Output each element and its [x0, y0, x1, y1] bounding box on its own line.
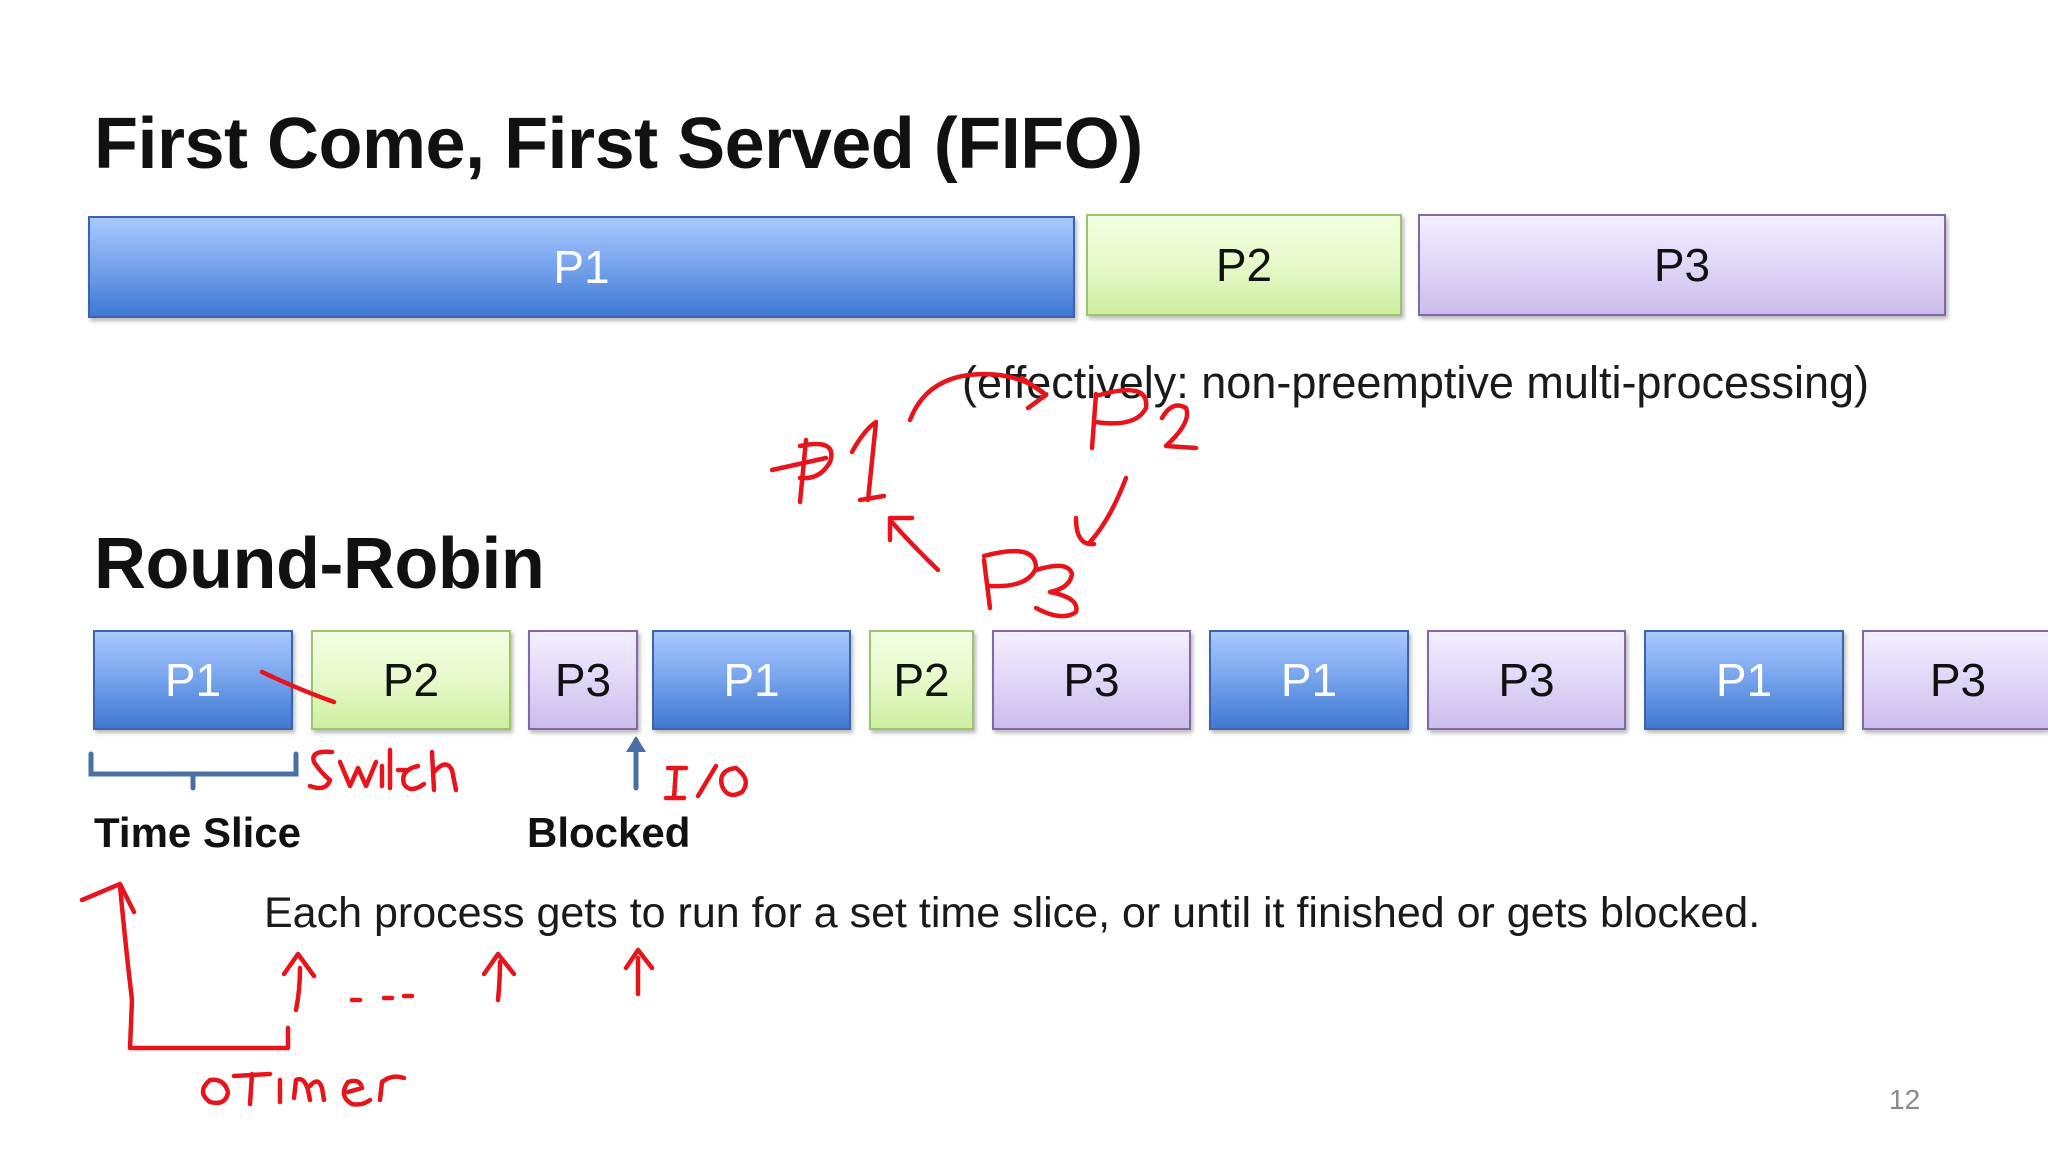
handwritten-p2-glyphs — [1089, 387, 1199, 451]
cycle-dash — [857, 493, 887, 503]
rr-block-p3: P3 — [1862, 630, 2048, 730]
fifo-block-p1: P1 — [88, 216, 1075, 318]
timer-arrow-head-4 — [623, 947, 655, 971]
rr-block-p2: P2 — [311, 630, 511, 730]
fifo-note: (effectively: non-preemptive multi-proce… — [962, 357, 1870, 408]
cycle-arrow-head-p1-p2 — [1019, 375, 1049, 411]
timer-arrow-head-3 — [481, 951, 517, 977]
switch-stroke — [259, 669, 337, 705]
blocked-arrow-icon — [626, 736, 646, 791]
fifo-block-p2: P2 — [1086, 214, 1402, 316]
rr-block-p1: P1 — [1644, 630, 1844, 730]
rr-block-p1: P1 — [1209, 630, 1409, 730]
time-slice-bracket — [88, 751, 299, 791]
cycle-arrow-head-p2-p3 — [1073, 515, 1097, 547]
rr-block-p1: P1 — [652, 630, 851, 730]
handwritten-switch-glyphs — [307, 747, 459, 793]
cycle-arrow-p2-p3 — [1087, 475, 1129, 545]
description-text: Each process gets to run for a set time … — [264, 889, 1761, 937]
rr-block-p3: P3 — [1427, 630, 1626, 730]
rr-block-p2: P2 — [869, 630, 974, 730]
rr-block-p1: P1 — [93, 630, 293, 730]
timer-bracket — [117, 883, 291, 1051]
timer-arrow-head — [79, 881, 137, 915]
timer-arrow-3 — [495, 959, 503, 1003]
handwritten-timer-glyphs — [200, 1071, 407, 1107]
fifo-title: First Come, First Served (FIFO) — [94, 104, 1143, 184]
handwritten-p3-glyphs — [981, 548, 1079, 619]
timer-arrow-head-2 — [281, 951, 317, 979]
page-number: 12 — [1889, 1084, 1921, 1115]
fifo-block-p3: P3 — [1418, 214, 1946, 316]
round-robin-title: Round-Robin — [94, 524, 545, 604]
cycle-arrow-p3-p1 — [887, 517, 941, 573]
time-slice-label: Time Slice — [94, 809, 302, 856]
handwritten-io-glyphs — [663, 763, 749, 801]
rr-block-p3: P3 — [992, 630, 1191, 730]
rr-block-p3: P3 — [528, 630, 638, 730]
timer-arrow-2 — [293, 965, 303, 1013]
cycle-arrow-head-p3-p1 — [887, 515, 915, 543]
handwritten-p1-glyphs — [769, 419, 879, 505]
timer-dots — [349, 993, 415, 1003]
blocked-label: Blocked — [527, 809, 691, 856]
